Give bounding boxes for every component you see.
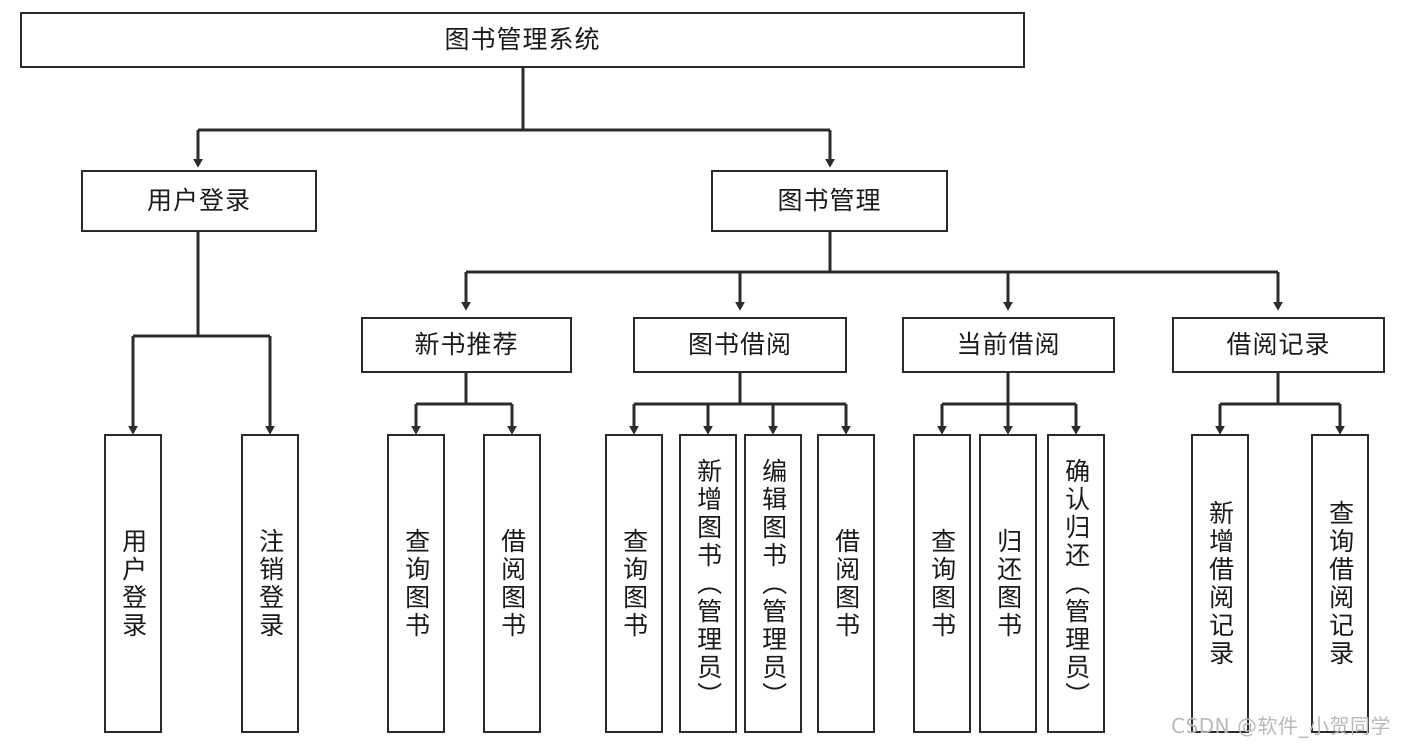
leaf-query-record[interactable]: 查询借阅记录: [1311, 434, 1369, 733]
node-current-borrow-label: 当前借阅: [956, 330, 1061, 359]
node-book-borrow-label: 图书借阅: [687, 330, 792, 359]
leaf-query-record-label: 查询借阅记录: [1325, 499, 1355, 668]
leaf-query-book-1-label: 查询图书: [401, 527, 431, 640]
leaf-confirm-return[interactable]: 确认归还（管理员）: [1047, 434, 1105, 733]
node-book-management[interactable]: 图书管理: [711, 170, 948, 232]
leaf-query-book-2-label: 查询图书: [619, 527, 649, 640]
watermark: CSDN @软件_小贺同学: [1171, 714, 1391, 738]
leaf-query-book-3-label: 查询图书: [927, 527, 957, 640]
leaf-query-book-2[interactable]: 查询图书: [605, 434, 663, 733]
leaf-edit-book[interactable]: 编辑图书（管理员）: [744, 434, 802, 733]
leaf-edit-book-label: 编辑图书（管理员）: [758, 457, 788, 710]
leaf-user-login[interactable]: 用户登录: [104, 434, 162, 733]
node-new-book-recommend[interactable]: 新书推荐: [361, 317, 572, 373]
leaf-return-book[interactable]: 归还图书: [979, 434, 1037, 733]
leaf-borrow-book-1[interactable]: 借阅图书: [483, 434, 541, 733]
node-book-borrow[interactable]: 图书借阅: [633, 317, 847, 373]
leaf-borrow-book-1-label: 借阅图书: [497, 527, 527, 640]
node-user-login[interactable]: 用户登录: [81, 170, 317, 232]
leaf-query-book-1[interactable]: 查询图书: [387, 434, 445, 733]
node-root[interactable]: 图书管理系统: [20, 12, 1025, 68]
leaf-borrow-book-2[interactable]: 借阅图书: [817, 434, 875, 733]
leaf-query-book-3[interactable]: 查询图书: [913, 434, 971, 733]
leaf-borrow-book-2-label: 借阅图书: [831, 527, 861, 640]
node-current-borrow[interactable]: 当前借阅: [902, 317, 1115, 373]
leaf-return-book-label: 归还图书: [993, 527, 1023, 640]
node-borrow-record[interactable]: 借阅记录: [1172, 317, 1385, 373]
leaf-add-book-label: 新增图书（管理员）: [693, 457, 723, 710]
node-borrow-record-label: 借阅记录: [1226, 330, 1331, 359]
node-new-book-recommend-label: 新书推荐: [414, 330, 519, 359]
leaf-confirm-return-label: 确认归还（管理员）: [1061, 457, 1091, 710]
leaf-add-record[interactable]: 新增借阅记录: [1191, 434, 1249, 733]
node-book-management-label: 图书管理: [777, 186, 882, 215]
leaf-add-book[interactable]: 新增图书（管理员）: [679, 434, 737, 733]
leaf-user-logout-label: 注销登录: [255, 527, 285, 640]
leaf-add-record-label: 新增借阅记录: [1205, 499, 1235, 668]
node-root-label: 图书管理系统: [444, 25, 601, 54]
leaf-user-logout[interactable]: 注销登录: [241, 434, 299, 733]
leaf-user-login-label: 用户登录: [118, 527, 148, 640]
node-user-login-label: 用户登录: [146, 186, 251, 215]
